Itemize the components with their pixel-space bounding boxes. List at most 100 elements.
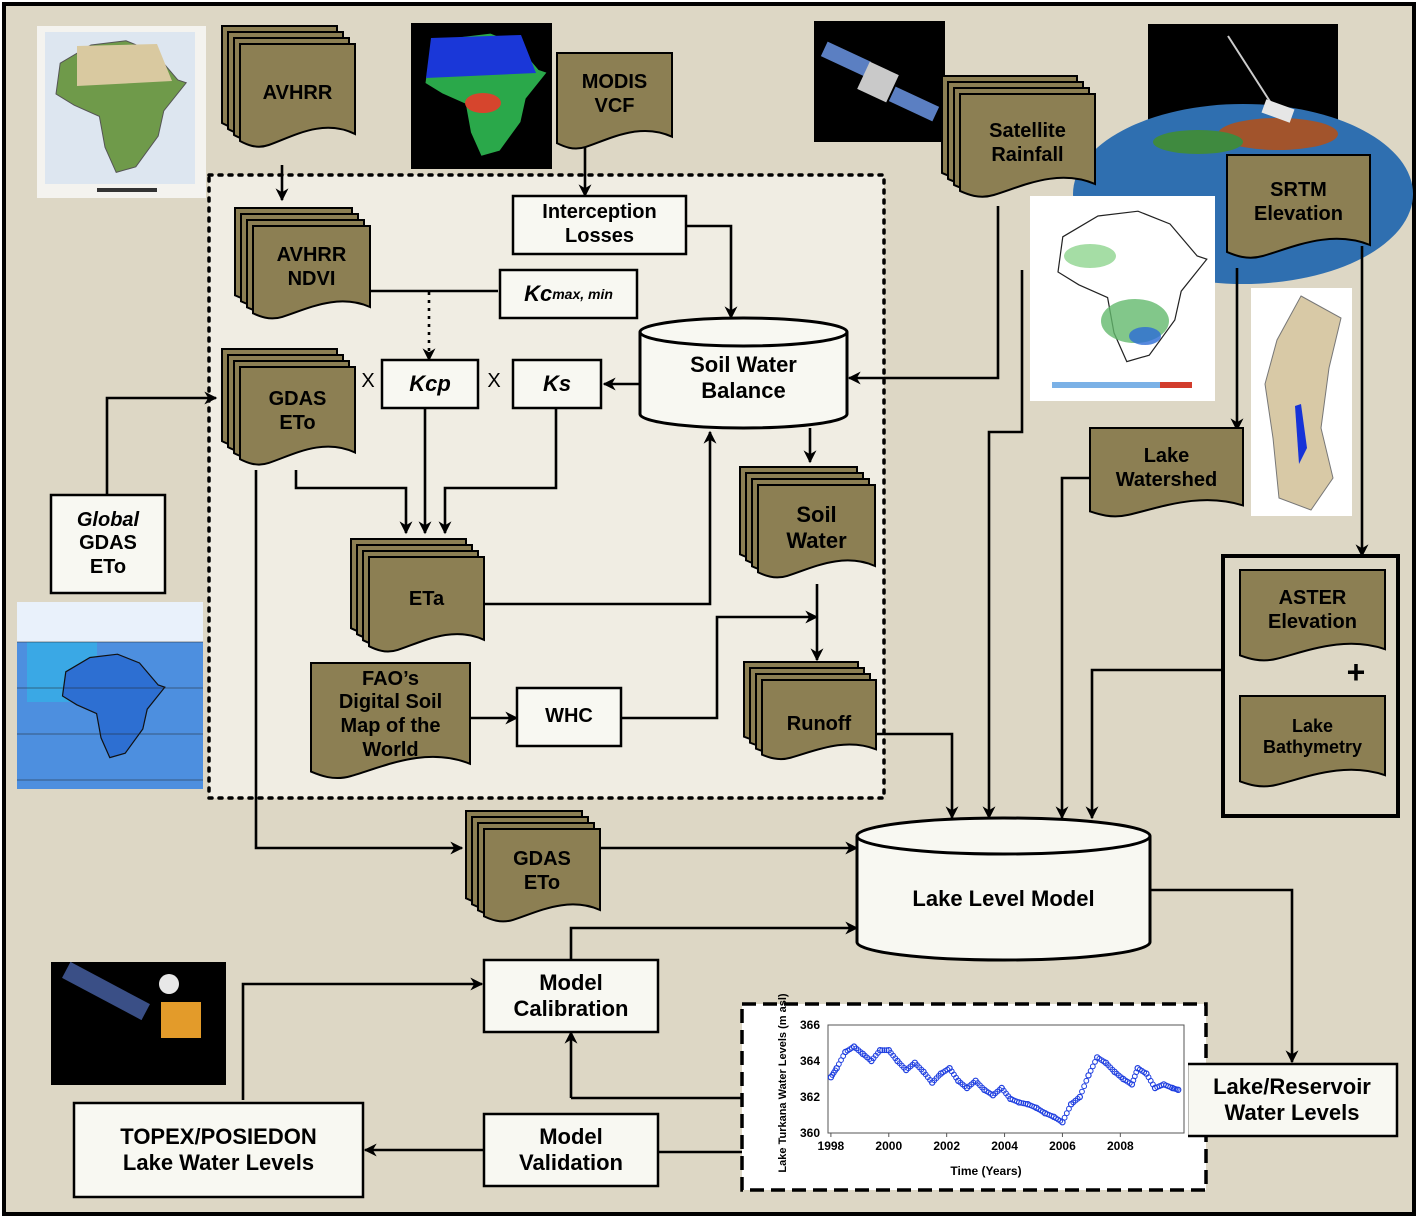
plus-label: + xyxy=(1346,654,1366,691)
lake-bathymetry-document xyxy=(1239,695,1386,788)
rainfall-map-image xyxy=(1030,196,1215,401)
watershed-to-lake-model-arrow xyxy=(1055,476,1090,820)
interception-label: Interception Losses xyxy=(542,201,657,247)
x-tick-label: 2002 xyxy=(933,1139,960,1153)
satellite-rainfall-document xyxy=(941,75,1096,198)
multiply-1-label: X xyxy=(361,370,375,393)
kcp-box xyxy=(380,358,480,410)
kc-max-min-box xyxy=(498,268,639,320)
y-tick-label: 366 xyxy=(800,1018,820,1032)
whc-label: WHC xyxy=(545,705,593,728)
ks-to-eta-arrow xyxy=(438,408,558,535)
aster-elevation-document xyxy=(1239,569,1386,662)
fao-soil-label: FAO’s Digital Soil Map of the World xyxy=(338,667,443,761)
bathymetry-label: Lake Bathymetry xyxy=(1262,715,1363,757)
y-tick-label: 360 xyxy=(800,1126,820,1140)
africa-vegetation-map-image xyxy=(37,26,206,198)
data-point xyxy=(1076,1093,1084,1101)
lake-watershed-label: Lake Watershed xyxy=(1115,445,1218,491)
soil-water-balance-cylinder xyxy=(638,316,849,430)
interception-to-swb-arrow xyxy=(686,224,738,320)
rainfall-to-lake-model-arrow xyxy=(982,270,1024,820)
x-tick-label: 2004 xyxy=(991,1139,1018,1153)
lake-model-to-reservoir-arrow xyxy=(1150,888,1299,1064)
soil-water-balance-label: Soil Water Balance xyxy=(690,352,797,403)
modis-label: MODIS VCF xyxy=(581,71,648,117)
topex-satellite-image xyxy=(51,961,226,1085)
topex-to-calibration-arrow xyxy=(241,977,484,1100)
kc-subscript: max, min xyxy=(552,285,613,302)
data-point xyxy=(876,1046,884,1054)
model-validation-label: Model Validation xyxy=(519,1124,623,1175)
kcp-label: Kcp xyxy=(409,371,451,397)
satellite-rainfall-label: Satellite Rainfall xyxy=(989,120,1066,166)
topex-box xyxy=(72,1101,365,1199)
soil-water-label: Soil Water xyxy=(786,502,847,553)
ks-label: Ks xyxy=(542,371,572,397)
whc-to-runoff-arrow xyxy=(621,610,819,720)
eta-label: ETa xyxy=(408,588,445,611)
eta-to-swb-arrow xyxy=(485,430,717,606)
aster-label: ASTER Elevation xyxy=(1268,587,1357,633)
x-tick-label: 2008 xyxy=(1107,1139,1134,1153)
interception-losses-box xyxy=(511,194,688,256)
gdas-eto-words: GDAS ETo xyxy=(79,532,137,578)
runoff-document xyxy=(743,661,877,761)
gdas-eto-outer-label: GDAS ETo xyxy=(513,848,571,894)
gdas-eto-outer-document xyxy=(465,810,601,923)
lake-watershed-map-image xyxy=(1251,288,1352,516)
africa-vcf-map-image xyxy=(411,23,552,169)
gdas-inner-to-outer-gdas-arrow xyxy=(254,470,464,855)
y-tick-label: 364 xyxy=(800,1054,820,1068)
model-calibration-label: Model Calibration xyxy=(513,970,629,1021)
ks-box xyxy=(511,358,603,410)
srtm-label: SRTM Elevation xyxy=(1254,178,1343,225)
kc-base: Kc xyxy=(524,281,553,307)
runoff-label: Runoff xyxy=(786,713,852,736)
y-tick-label: 362 xyxy=(800,1090,820,1104)
model-calibration-box xyxy=(482,958,660,1034)
global-word: Global xyxy=(76,508,140,531)
whc-box xyxy=(515,686,623,748)
x-axis-label: Time (Years) xyxy=(950,1164,1021,1178)
avhrr-label: AVHRR xyxy=(262,82,333,105)
fao-soil-map-document xyxy=(310,662,471,780)
gdas-eto-inner-label: GDAS ETo xyxy=(268,388,327,434)
lake-watershed-document xyxy=(1089,427,1244,518)
avhrr-ndvi-label: AVHRR NDVI xyxy=(276,244,347,290)
y-axis-label: Lake Turkana Water Levels (m asl) xyxy=(777,993,789,1172)
gdas-eto-global-map-image xyxy=(17,602,203,789)
elevation-group-frame xyxy=(1221,554,1400,818)
data-point xyxy=(1015,1099,1023,1106)
x-tick-label: 2000 xyxy=(875,1139,902,1153)
model-validation-box xyxy=(482,1112,660,1188)
runoff-to-lake-model-arrow xyxy=(876,732,959,820)
topex-label: TOPEX/POSIEDON Lake Water Levels xyxy=(120,1124,317,1175)
modis-vcf-document xyxy=(556,52,673,150)
lake-level-chart: 1998 2000 2002 2004 2006 2008 360 362 364 366Time… xyxy=(758,993,1188,1180)
reservoir-levels-box xyxy=(1185,1062,1399,1138)
lake-level-model-cylinder xyxy=(855,816,1152,962)
gdas-eto-inner-document xyxy=(221,348,356,466)
reservoir-levels-label: Lake/Reservoir Water Levels xyxy=(1213,1074,1371,1125)
elevation-group-to-lake-model-arrow xyxy=(1085,668,1223,820)
eta-document xyxy=(350,538,485,653)
data-point xyxy=(1175,1086,1182,1094)
srtm-elevation-document xyxy=(1226,154,1371,259)
lake-level-model-label: Lake Level Model xyxy=(912,886,1095,912)
multiply-2-label: X xyxy=(487,370,501,393)
rainfall-to-swb-arrow xyxy=(847,206,1000,385)
calibration-to-lake-model-arrow xyxy=(569,921,859,960)
gdas-to-eta-arrow xyxy=(294,470,413,535)
x-tick-label: 2006 xyxy=(1049,1139,1076,1153)
soil-water-document xyxy=(739,466,876,579)
global-gdas-to-gdas-arrow xyxy=(105,391,218,495)
x-tick-label: 1998 xyxy=(818,1139,845,1153)
avhrr-document xyxy=(221,25,356,148)
satellite-trmm-image xyxy=(814,21,945,142)
global-gdas-box xyxy=(49,493,167,595)
